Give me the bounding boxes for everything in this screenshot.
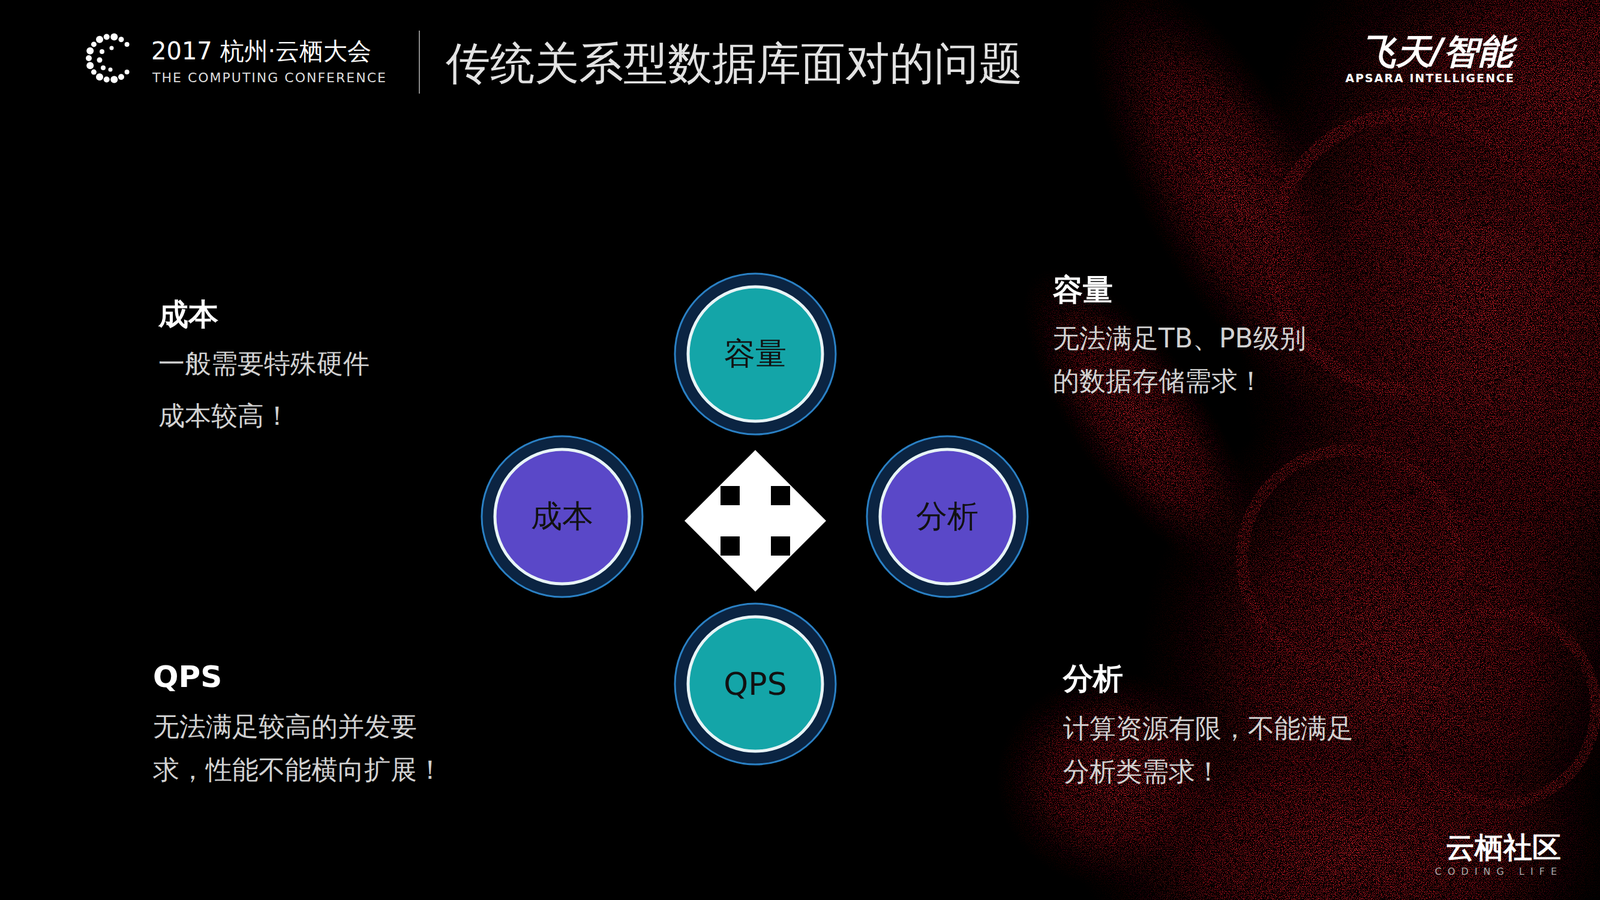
brand-subtitle: APSARA INTELLIGENCE [1345, 70, 1515, 86]
callout-body: 无法满足较高的并发要 求，性能不能横向扩展！ [152, 704, 609, 792]
node-label: 成本 [530, 495, 594, 538]
inner-disc [494, 449, 630, 584]
red-particle-splash [982, 0, 1600, 900]
inner-disc [688, 616, 823, 752]
outer-ring [674, 273, 836, 435]
header-divider [418, 30, 420, 94]
conference-subtitle: THE COMPUTING CONFERENCE [152, 69, 387, 87]
callout-heading: 分析 [1063, 659, 1124, 698]
inner-disc [880, 449, 1015, 584]
circle-node: QPS [673, 602, 837, 766]
community-tagline: CODING LIFE [1435, 865, 1563, 878]
circle-node: 成本 [480, 434, 644, 599]
node-label: QPS [723, 665, 787, 702]
callout-body: 一般需要特殊硬件 成本较高！ [158, 337, 615, 442]
callout-heading: QPS [152, 658, 222, 696]
slide-title: 传统关系型数据库面对的问题 [445, 35, 1023, 90]
conference-logo [85, 33, 130, 84]
outer-ring [866, 436, 1028, 597]
outer-ring [674, 603, 836, 765]
callout-body: 无法满足TB、PB级别 的数据存储需求！ [1052, 316, 1509, 402]
circle-node: 容量 [673, 272, 837, 436]
callout-heading: 容量 [1052, 271, 1113, 309]
conference-name: 2017 杭州·云栖大会 [151, 35, 372, 66]
node-label: 容量 [724, 332, 787, 375]
circle-node: 分析 [865, 434, 1029, 599]
outer-ring [481, 436, 643, 597]
inner-disc [688, 286, 823, 422]
community-logo-text: 云栖社区 [1445, 829, 1562, 866]
four-way-arrow [684, 449, 827, 592]
callout-body: 计算资源有限，不能满足 分析类需求！ [1063, 706, 1520, 794]
node-label: 分析 [916, 495, 979, 538]
brand-logo-text: 飞天/智能 [1361, 29, 1514, 74]
callout-heading: 成本 [158, 295, 219, 333]
